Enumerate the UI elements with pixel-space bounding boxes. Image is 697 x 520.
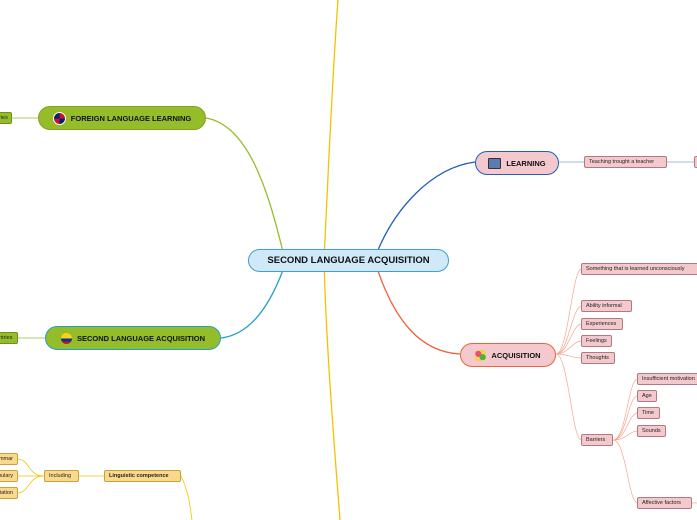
uk-flag-icon <box>52 111 66 125</box>
barrier-affective-factors[interactable]: Affective factors <box>637 497 692 509</box>
acq-child-experiences[interactable]: Experiences <box>581 318 623 330</box>
linguistic-competence-node[interactable]: Linguistic competence <box>104 470 181 482</box>
branch-learning[interactable]: LEARNING <box>475 151 559 175</box>
colombia-flag-icon <box>60 332 72 344</box>
branch-label: LEARNING <box>506 158 546 168</box>
central-topic-label: SECOND LANGUAGE ACQUISITION <box>267 255 430 266</box>
line-to-sla <box>220 269 284 339</box>
acq-child-unconscious[interactable]: Something that is learned unconsciously <box>581 263 697 275</box>
branch-acquisition[interactable]: ACQUISITION <box>460 343 556 367</box>
acq-child-ability[interactable]: Ability informal <box>581 300 632 312</box>
barrier-insufficient-motivation[interactable]: Insufficient motivation <box>637 373 697 385</box>
line-to-acquisition <box>377 270 461 355</box>
ling-item-pronunciation[interactable]: ciation <box>0 487 18 499</box>
learning-child-offscreen[interactable] <box>694 156 697 168</box>
trunk-line-top <box>323 0 339 261</box>
people-icon <box>475 349 487 361</box>
trunk-line-bottom <box>323 259 341 520</box>
fll-child-node[interactable]: ries <box>0 112 12 124</box>
barrier-age[interactable]: Age <box>637 390 657 402</box>
branch-foreign-language-learning[interactable]: FOREIGN LANGUAGE LEARNING <box>38 106 206 130</box>
branch-label: ACQUISITION <box>491 350 541 360</box>
branch-label: FOREIGN LANGUAGE LEARNING <box>70 113 192 123</box>
branch-label: SECOND LANGUAGE ACQUISITION <box>76 333 206 343</box>
barrier-time[interactable]: Time <box>637 407 660 419</box>
sla-child-node[interactable]: ntries <box>0 332 18 344</box>
acq-child-barriers[interactable]: Barriers <box>581 434 613 446</box>
acq-child-thoughts[interactable]: Thoughts <box>581 352 615 364</box>
branch-second-language-acquisition[interactable]: SECOND LANGUAGE ACQUISITION <box>45 326 221 350</box>
line-to-learning <box>377 161 476 251</box>
learning-child-teaching[interactable]: Teaching trought a teacher <box>584 156 667 168</box>
line-to-foreign-language <box>205 117 284 253</box>
central-topic[interactable]: SECOND LANGUAGE ACQUISITION <box>248 249 449 272</box>
computer-icon <box>488 157 502 169</box>
including-node[interactable]: Including <box>44 470 79 482</box>
ling-item-vocabulary[interactable]: bulary <box>0 470 18 482</box>
acq-child-feelings[interactable]: Feelings <box>581 335 612 347</box>
barrier-sounds[interactable]: Sounds <box>637 425 666 437</box>
ling-item-grammar[interactable]: mmar <box>0 453 18 465</box>
